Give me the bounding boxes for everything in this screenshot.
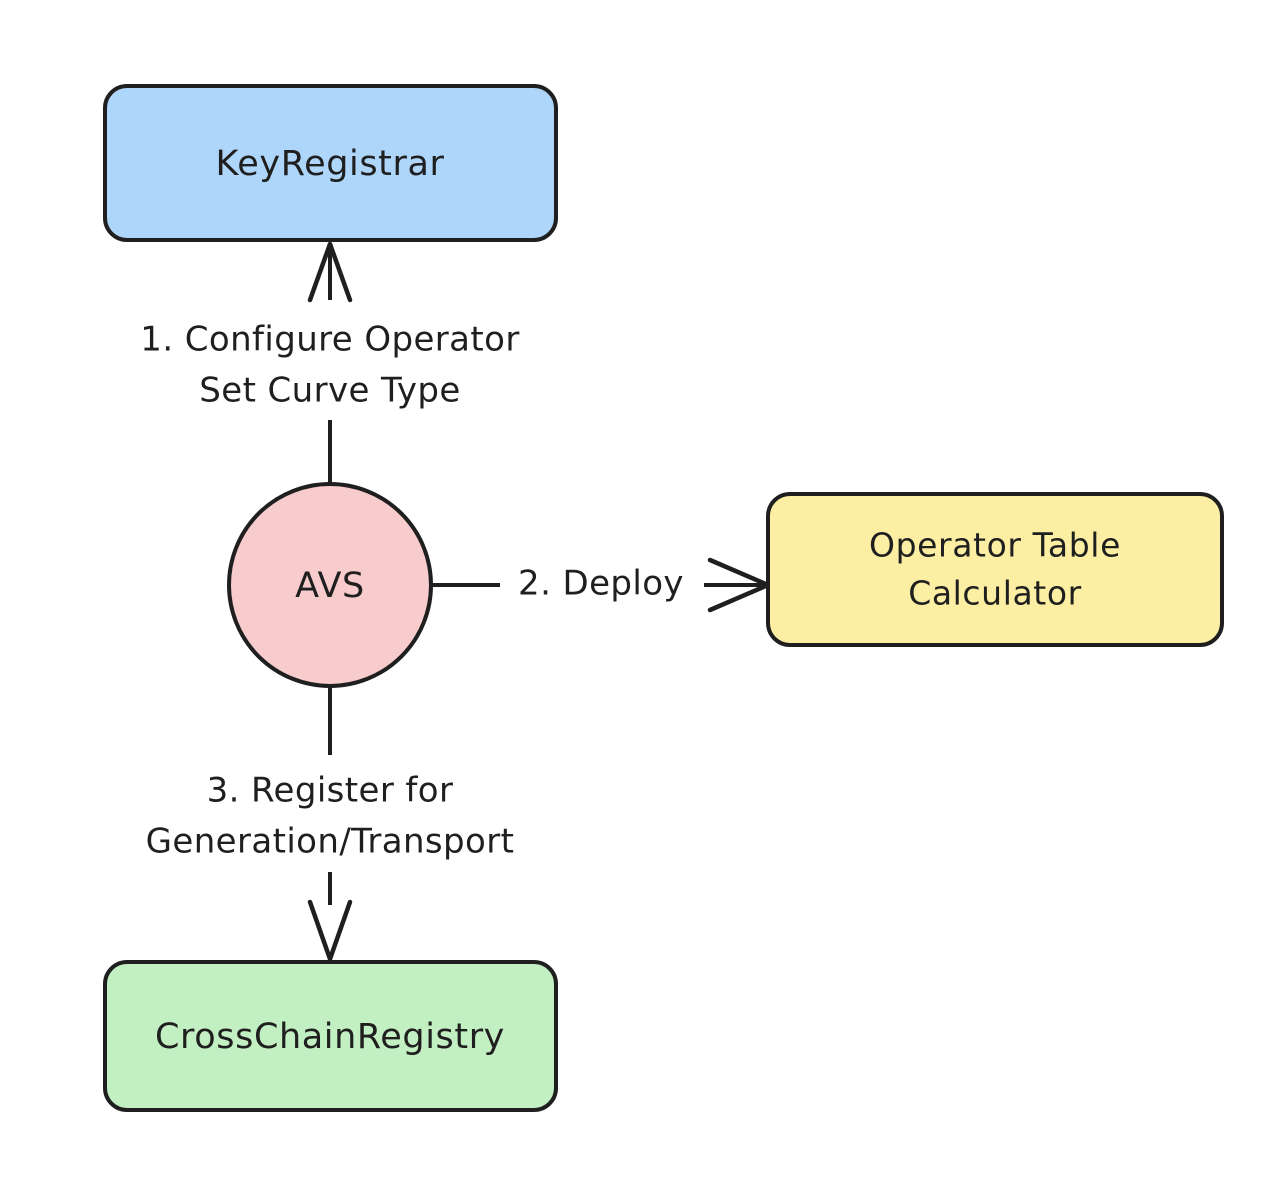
edge-avs-to-key-registrar: 1. Configure Operator Set Curve Type <box>140 241 519 484</box>
node-cross-chain-registry[interactable]: CrossChainRegistry <box>103 960 558 1112</box>
node-key-registrar-shape[interactable] <box>103 84 558 242</box>
arrowhead-down-cross-chain-registry <box>307 899 353 962</box>
node-key-registrar-label: KeyRegistrar <box>215 144 444 184</box>
node-avs-shape[interactable] <box>227 482 433 688</box>
edge-label-deploy: 2. Deploy <box>518 564 684 604</box>
arrowhead-up-key-registrar <box>307 241 353 303</box>
node-operator-table-calculator-label-line2: Calculator <box>908 574 1082 613</box>
edge-label-configure-line1: 1. Configure Operator <box>140 320 519 360</box>
node-cross-chain-registry-label: CrossChainRegistry <box>155 1017 505 1057</box>
node-avs[interactable]: AVS <box>227 482 433 688</box>
edge-label-register-line1: 3. Register for <box>207 771 454 811</box>
edge-label-register-line2: Generation/Transport <box>146 822 515 862</box>
edge-avs-to-cross-chain-registry: 3. Register for Generation/Transport <box>146 686 515 962</box>
edge-avs-to-operator-table-calculator: 2. Deploy <box>432 557 771 613</box>
node-operator-table-calculator-label-line1: Operator Table <box>869 526 1121 565</box>
edge-label-configure-line2: Set Curve Type <box>199 371 460 411</box>
node-operator-table-calculator[interactable]: Operator Table Calculator <box>766 492 1224 647</box>
node-operator-table-calculator-shape[interactable] <box>766 492 1224 647</box>
node-key-registrar[interactable]: KeyRegistrar <box>103 84 558 242</box>
node-cross-chain-registry-shape[interactable] <box>103 960 558 1112</box>
node-avs-label: AVS <box>295 566 365 606</box>
